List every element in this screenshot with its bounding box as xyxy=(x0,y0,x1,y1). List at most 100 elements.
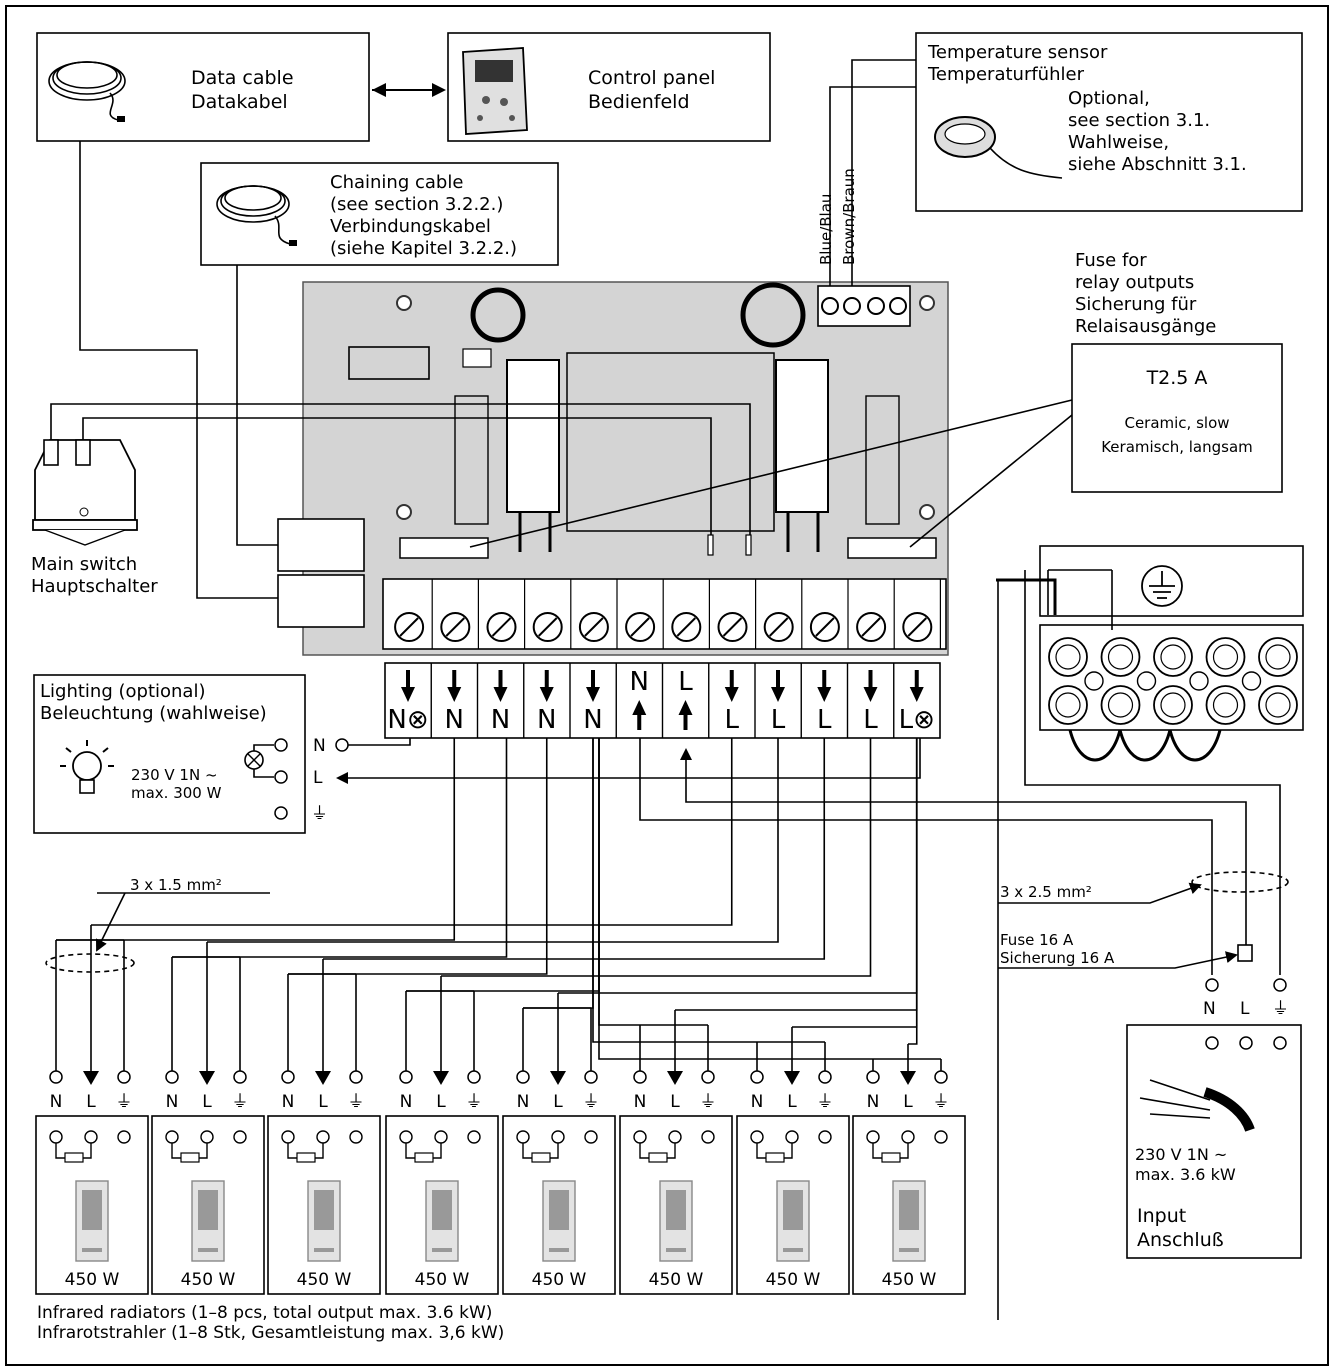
input-terminal-earth: ⏚ xyxy=(1272,999,1289,1019)
data-cable-label-de: Datakabel xyxy=(191,91,288,113)
terminal-label: L xyxy=(863,705,878,735)
radiator-power: 450 W xyxy=(649,1270,704,1290)
terminal-label: L⊗ xyxy=(899,705,935,735)
relay-fuse-2 xyxy=(847,537,937,559)
sensor-note-1: Optional, xyxy=(1068,88,1150,109)
fuse-relay-title-2: relay outputs xyxy=(1075,272,1194,293)
radiator-terminal-label: ⏚ xyxy=(466,1092,483,1112)
terminal-arrow-down xyxy=(401,670,415,702)
main-switch-label: Main switch xyxy=(31,554,137,575)
terminal-label: L xyxy=(725,705,740,735)
earth-busbar xyxy=(1039,545,1304,762)
terminal-arrow-down xyxy=(447,670,462,702)
lighting-title: Lighting (optional) xyxy=(40,681,205,702)
input-title-de: Anschluß xyxy=(1137,1229,1224,1251)
radiator-terminal-label: N xyxy=(867,1092,880,1112)
radiator-terminal-label: L xyxy=(553,1092,563,1112)
temperature-sensor-icon xyxy=(934,116,1063,179)
fuse-relay-rating: T2.5 A xyxy=(1146,367,1208,389)
control-panel-label-de: Bedienfeld xyxy=(588,91,690,113)
terminal-arrow-down xyxy=(817,670,832,702)
terminal-label: N xyxy=(537,705,556,735)
data-cable-box: Data cable Datakabel xyxy=(36,32,370,142)
terminal-label: L xyxy=(817,705,832,735)
terminal-label: L xyxy=(771,705,786,735)
chaining-cable-box: Chaining cable (see section 3.2.2.) Verb… xyxy=(200,162,559,266)
control-panel-label: Control panel xyxy=(588,67,715,89)
radiator-terminal-label: L xyxy=(436,1092,446,1112)
terminal-arrow-down xyxy=(771,670,785,702)
sensor-note-4: siehe Abschnitt 3.1. xyxy=(1068,154,1247,175)
main-switch-label-de: Hauptschalter xyxy=(31,576,158,597)
chaining-cable-label-1: Chaining cable xyxy=(330,172,463,193)
radiator-power: 450 W xyxy=(415,1270,470,1290)
radiator-power: 450 W xyxy=(65,1270,120,1290)
radiator-power: 450 W xyxy=(297,1270,352,1290)
chaining-cable-label-4: (siehe Kapitel 3.2.2.) xyxy=(330,238,517,259)
lighting-spec-2: max. 300 W xyxy=(131,784,222,802)
temperature-sensor-box: Temperature sensor Temperaturfühler Opti… xyxy=(915,32,1303,212)
radiator-power: 450 W xyxy=(181,1270,236,1290)
input-terminal-n: N xyxy=(1203,999,1216,1019)
fuse-relay-title-4: Relaisausgänge xyxy=(1075,316,1216,337)
cable-size-small: 3 x 1.5 mm² xyxy=(130,876,222,894)
terminal-label: N xyxy=(630,667,649,697)
lamp-symbol xyxy=(244,744,274,778)
input-spec: 230 V 1N ~ xyxy=(1135,1145,1227,1164)
input-cable-icon xyxy=(1139,1079,1255,1132)
data-cable-label: Data cable xyxy=(191,67,294,89)
radiators-caption-de: Infrarotstrahler (1–8 Stk, Gesamtleistun… xyxy=(37,1323,504,1343)
lightbulb-icon xyxy=(60,740,114,794)
bidirectional-arrow xyxy=(372,83,446,97)
radiator-wiring xyxy=(55,738,942,1071)
fuse-relay-info: Fuse for relay outputs Sicherung für Rel… xyxy=(1071,250,1283,493)
sensor-wire-brown: Brown/Braun xyxy=(840,168,858,265)
radiator-terminal-label: N xyxy=(517,1092,530,1112)
fuse-relay-type-de: Keramisch, langsam xyxy=(1101,438,1253,456)
radiator-terminal-label: ⏚ xyxy=(583,1092,600,1112)
data-cable-icon xyxy=(48,61,126,122)
fuse-main-label: Fuse 16 A xyxy=(1000,931,1074,949)
sensor-title: Temperature sensor xyxy=(927,42,1108,63)
diagram-frame xyxy=(5,5,1329,1366)
radiator-terminal-label: N xyxy=(634,1092,647,1112)
input-spec-2: max. 3.6 kW xyxy=(1135,1165,1236,1184)
radiator-power: 450 W xyxy=(882,1270,937,1290)
radiators-caption: Infrared radiators (1–8 pcs, total outpu… xyxy=(37,1303,492,1323)
radiator: N L ⏚ 450 W xyxy=(151,1070,265,1295)
terminal-arrow-down xyxy=(909,670,924,702)
terminal-label: N xyxy=(491,705,510,735)
radiator-terminal-label: N xyxy=(282,1092,295,1112)
radiator-terminal-label: L xyxy=(787,1092,797,1112)
lighting-terminal-earth: ⏚ xyxy=(311,804,328,824)
sensor-note-2: see section 3.1. xyxy=(1068,110,1210,131)
relay-fuse-1 xyxy=(399,537,489,559)
fuse-main-label-de: Sicherung 16 A xyxy=(1000,949,1115,967)
radiator-terminal-label: ⏚ xyxy=(232,1092,249,1112)
control-panel-icon xyxy=(462,47,528,135)
terminal-arrow-down xyxy=(539,670,554,702)
sensor-title-de: Temperaturfühler xyxy=(927,64,1085,85)
terminal-arrow-up xyxy=(678,700,693,730)
chaining-cable-label-2: (see section 3.2.2.) xyxy=(330,194,503,215)
radiator-terminal-label: ⏚ xyxy=(700,1092,717,1112)
input-terminal-l: L xyxy=(1240,999,1250,1019)
radiator-terminal-label: N xyxy=(166,1092,179,1112)
lighting-title-de: Beleuchtung (wahlweise) xyxy=(40,703,267,724)
input-box: 230 V 1N ~ max. 3.6 kW Input Anschluß xyxy=(1126,1024,1302,1259)
terminal-label: N⊗ xyxy=(387,705,428,735)
radiator-terminal-label: L xyxy=(903,1092,913,1112)
cable-size-big: 3 x 2.5 mm² xyxy=(1000,883,1092,901)
radiator-terminal-label: L xyxy=(202,1092,212,1112)
input-title: Input xyxy=(1137,1205,1186,1227)
fuse-relay-title-1: Fuse for xyxy=(1075,250,1147,271)
terminal-arrow-down xyxy=(724,670,739,702)
